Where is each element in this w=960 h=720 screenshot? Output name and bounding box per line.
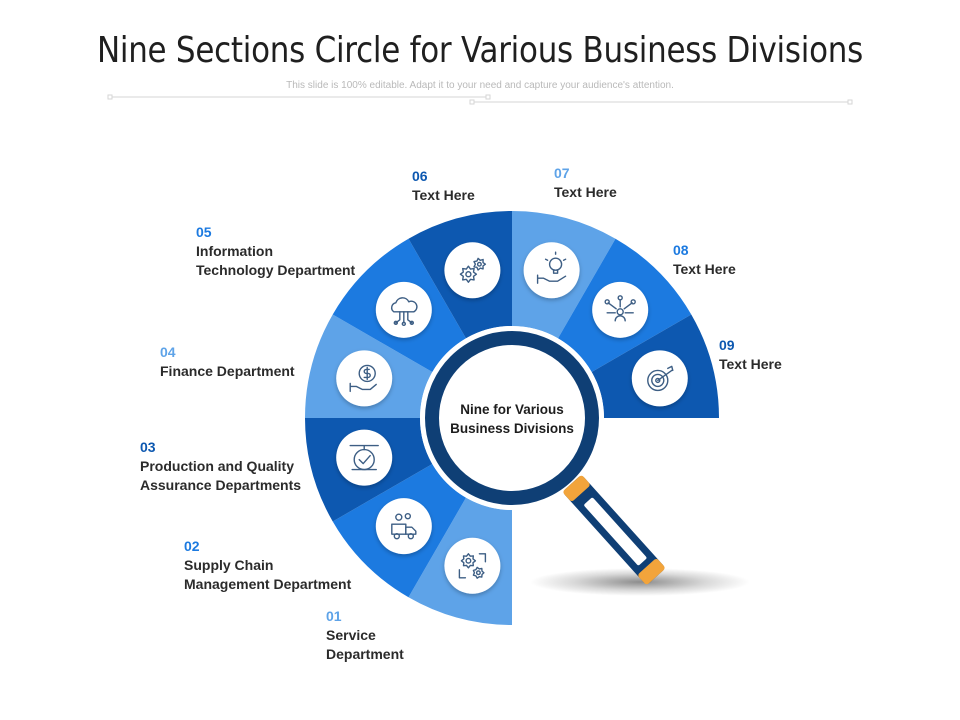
section-text: Information Technology Department (196, 243, 356, 278)
section-label-08: 08 Text Here (673, 241, 736, 279)
slide-subtitle: This slide is 100% editable. Adapt it to… (286, 80, 674, 91)
section-label-01: 01 Service Department (326, 607, 404, 664)
section-number: 05 (196, 224, 212, 240)
delivery-truck-icon (391, 512, 417, 540)
section-label-06: 06 Text Here (412, 167, 475, 205)
section-text: Finance Department (160, 363, 295, 379)
section-label-02: 02 Supply Chain Management Department (184, 537, 351, 594)
section-number: 08 (673, 242, 689, 258)
section-08-icon-circle (592, 281, 649, 338)
section-label-09: 09 Text Here (719, 336, 782, 374)
cog-pair-icon (459, 257, 487, 283)
section-04-icon-circle (336, 350, 393, 407)
section-number: 04 (160, 344, 176, 360)
target-icon (647, 365, 674, 392)
section-05-icon-circle (375, 281, 432, 338)
section-06-icon-circle (444, 242, 501, 299)
section-label-07: 07 Text Here (554, 164, 617, 202)
section-text: Supply Chain Management Department (184, 557, 352, 592)
slide-title: Nine Sections Circle for Various Busines… (96, 30, 864, 71)
section-text: Service Department (326, 627, 404, 662)
section-01-icon-circle (444, 537, 501, 594)
section-02-icon-circle (375, 498, 432, 555)
section-label-04: 04 Finance Department (160, 343, 295, 381)
cloud-network-icon (391, 297, 418, 327)
section-number: 01 (326, 608, 342, 624)
gears-icon (458, 553, 487, 579)
quality-check-icon (349, 444, 379, 471)
icon-circles (336, 242, 688, 594)
section-03-icon-circle (336, 429, 393, 486)
section-number: 03 (140, 439, 156, 455)
section-label-03: 03 Production and Quality Assurance Depa… (140, 438, 301, 495)
section-label-05: 05 Information Technology Department (196, 223, 355, 280)
dollar-hand-icon (349, 364, 377, 393)
section-number: 07 (554, 165, 570, 181)
section-text: Production and Quality Assurance Departm… (140, 458, 302, 493)
section-text: Text Here (673, 261, 736, 277)
idea-hand-icon (536, 251, 567, 284)
section-09-icon-circle (631, 350, 688, 407)
magnifier-icon (420, 326, 750, 596)
section-number: 09 (719, 337, 735, 353)
section-text: Text Here (412, 187, 475, 203)
center-label: Nine for Various Business Divisions (450, 402, 574, 436)
section-number: 02 (184, 538, 200, 554)
section-07-icon-circle (523, 242, 580, 299)
title-underline (107, 94, 853, 105)
section-text: Text Here (554, 184, 617, 200)
network-person-icon (604, 295, 636, 322)
section-number: 06 (412, 168, 428, 184)
section-text: Text Here (719, 356, 782, 372)
